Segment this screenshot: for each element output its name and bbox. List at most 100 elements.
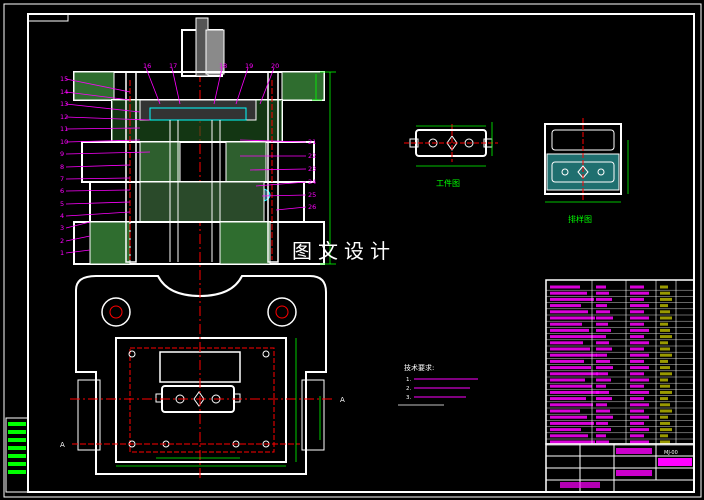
- bom-cell-text: [550, 291, 587, 295]
- tech-req-line: 3.: [406, 395, 411, 401]
- bom-cell-text: [660, 403, 670, 407]
- bom-cell-text: [660, 421, 670, 425]
- bom-cell-text: [630, 384, 644, 388]
- bom-cell-text: [596, 366, 613, 370]
- bom-cell-text: [660, 359, 668, 363]
- bom-cell-text: [596, 353, 607, 357]
- bom-cell-text: [550, 390, 599, 394]
- part-drawing: [404, 122, 498, 167]
- bom-cell-text: [630, 372, 644, 376]
- part-no: 18: [219, 62, 227, 70]
- bom-cell-text: [630, 428, 649, 432]
- part-number-labels: 15 14 13 12 11 10 9 8 7 6 5 4 3 2 1 16 1…: [60, 62, 316, 257]
- part-no: 17: [169, 62, 177, 70]
- part-no: 24: [308, 178, 316, 186]
- tech-req-line: 2.: [406, 386, 411, 392]
- bom-cell-text: [550, 434, 588, 438]
- bom-cell-text: [596, 347, 612, 351]
- bom-cell-text: [596, 310, 610, 314]
- part-no: 16: [143, 62, 151, 70]
- bom-cell-text: [630, 304, 649, 308]
- part-no: 6: [60, 187, 64, 195]
- bom-cell-text: [596, 378, 611, 382]
- part-no: 5: [60, 200, 64, 208]
- part-no: 25: [308, 191, 316, 199]
- bom-cell-text: [630, 403, 649, 407]
- part-no: 11: [60, 125, 68, 133]
- bom-cell-text: [550, 384, 592, 388]
- bom-cell-text: [630, 347, 644, 351]
- bom-cell-text: [630, 297, 644, 301]
- part-no: 10: [60, 138, 68, 146]
- bom-cell-text: [596, 328, 611, 332]
- bom-cell-text: [550, 304, 581, 308]
- watermark-text: 图文设计: [292, 239, 396, 263]
- bom-cell-text: [630, 285, 644, 289]
- section-marker-right: A: [340, 396, 345, 404]
- bom-cell-text: [630, 316, 649, 320]
- bom-cell-text: [660, 291, 670, 295]
- section-marker-left: A: [60, 441, 65, 449]
- bom-cell-text: [596, 440, 609, 444]
- bom-cell-text: [660, 328, 670, 332]
- bom-cell-text: [550, 409, 580, 413]
- bom-cell-text: [550, 341, 583, 345]
- bom-cell-text: [596, 322, 608, 326]
- bom-cell-text: [630, 397, 644, 401]
- bom-cell-text: [630, 421, 644, 425]
- bom-cell-text: [630, 440, 649, 444]
- bom-cell-text: [596, 409, 610, 413]
- bom-cell-text: [630, 335, 644, 339]
- part-no: 9: [60, 150, 64, 158]
- drawing-number: MJ-00: [664, 450, 678, 456]
- bom-cell-text: [630, 366, 649, 370]
- bom-cell-text: [630, 322, 644, 326]
- layout-drawing-caption: 排样图: [568, 214, 592, 224]
- bom-cell-text: [630, 409, 644, 413]
- bom-cell-text: [550, 397, 586, 401]
- bom-cell-text: [550, 421, 594, 425]
- bom-cell-text: [630, 390, 649, 394]
- bom-cell-text: [630, 328, 649, 332]
- bom-cell-text: [596, 421, 608, 425]
- bom-cell-text: [596, 397, 612, 401]
- bom-cell-text: [550, 353, 597, 357]
- bom-cell-text: [630, 415, 649, 419]
- bom-cell-text: [550, 285, 580, 289]
- bom-cell-text: [550, 403, 593, 407]
- bom-cell-text: [660, 347, 670, 351]
- part-no: 21: [308, 138, 316, 146]
- bom-cell-text: [630, 291, 649, 295]
- tech-req-title: 技术要求:: [404, 363, 434, 372]
- die-top-view: [70, 270, 334, 478]
- part-no: 22: [308, 152, 316, 160]
- part-no: 8: [60, 163, 64, 171]
- bom-cell-text: [630, 434, 644, 438]
- bom-cell-text: [660, 397, 668, 401]
- bom-cell-text: [550, 415, 587, 419]
- part-no: 20: [271, 62, 279, 70]
- title-block: [545, 443, 695, 493]
- strip-layout-drawing: [544, 118, 629, 203]
- inner-frame: [27, 13, 695, 493]
- bom-cell-text: [596, 428, 611, 432]
- part-no: 7: [60, 175, 64, 183]
- bom-cell-text: [596, 384, 606, 388]
- bom-cell-text: [596, 335, 606, 339]
- part-no: 26: [308, 203, 316, 211]
- bom-cell-text: [660, 341, 668, 345]
- bom-cell-text: [660, 297, 672, 301]
- bom-cell-text: [550, 372, 598, 376]
- bom-cell-text: [550, 359, 584, 363]
- part-no: 1: [60, 249, 64, 257]
- bom-cell-text: [660, 378, 668, 382]
- part-no: 12: [60, 113, 68, 121]
- bom-cell-text: [660, 384, 670, 388]
- bom-cell-text: [550, 322, 582, 326]
- bom-cell-text: [660, 372, 672, 376]
- bom-cell-text: [660, 310, 670, 314]
- bom-cell-text: [660, 304, 668, 308]
- bom-cell-text: [630, 378, 649, 382]
- part-no: 23: [308, 165, 316, 173]
